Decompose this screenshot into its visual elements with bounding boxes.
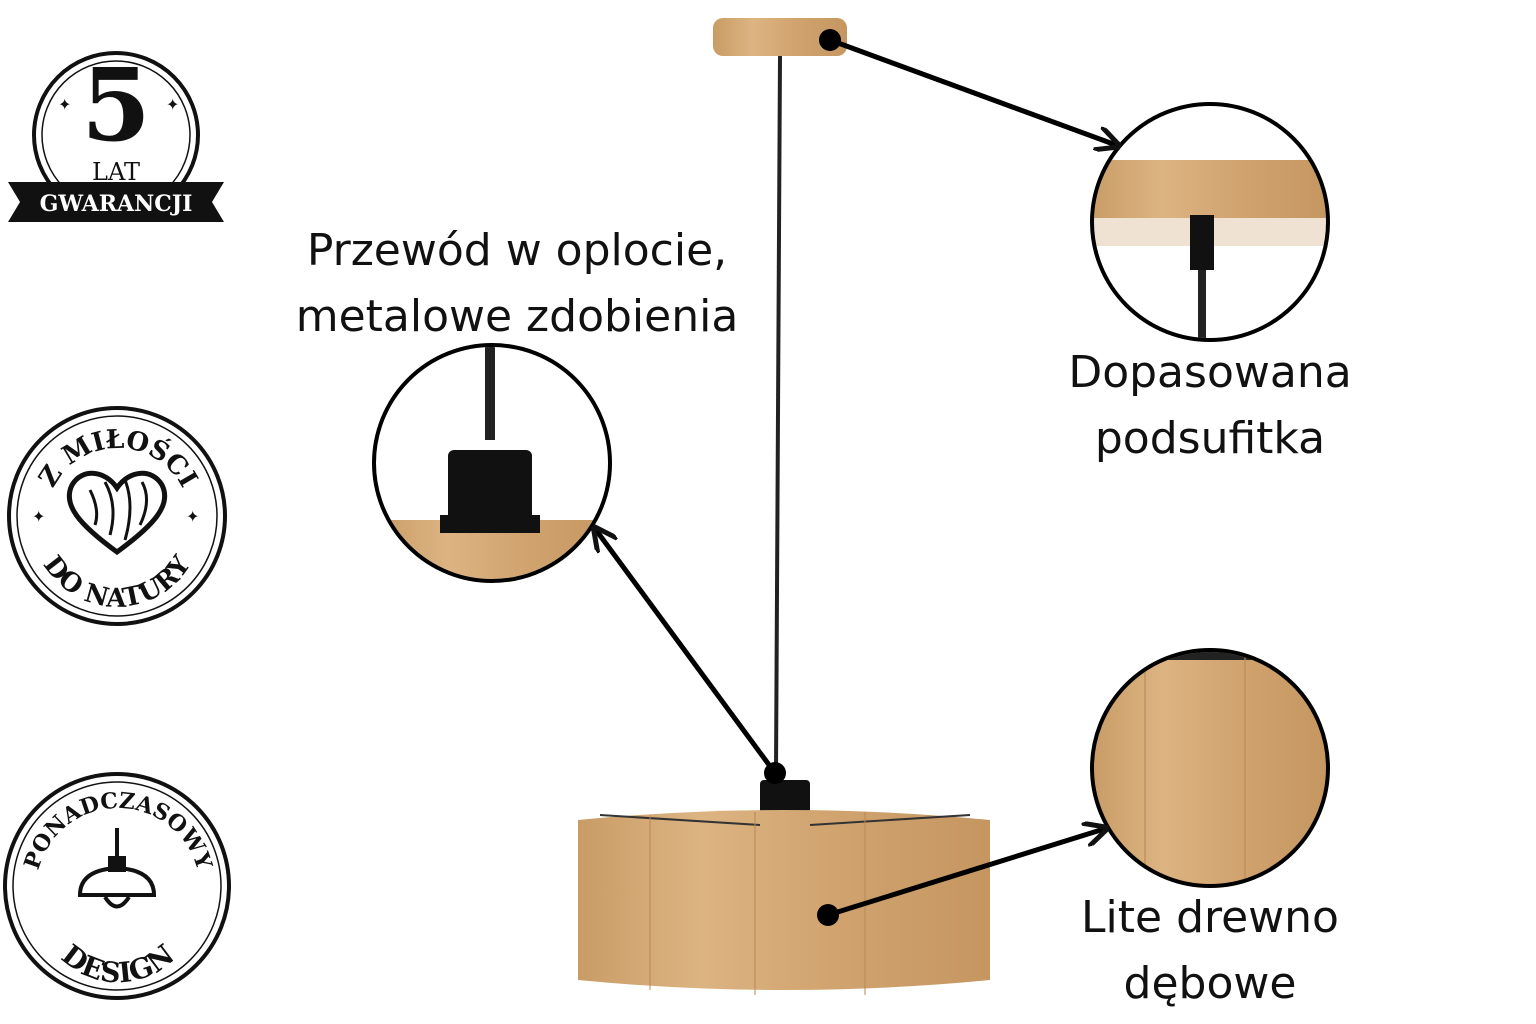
wood-callout-line1: Lite drewno — [1081, 892, 1339, 943]
svg-text:DESIGN: DESIGN — [56, 938, 181, 990]
design-badge: PONADCZASOWY DESIGN — [3, 772, 231, 1000]
canopy-callout: Dopasowana podsufitka — [1068, 340, 1351, 472]
nature-badge: Z MIŁOŚCI DO NATURY ✦✦ — [7, 406, 227, 626]
svg-text:DO NATURY: DO NATURY — [37, 550, 197, 614]
wood-callout: Lite drewno dębowe — [1081, 885, 1339, 1017]
wood-detail-circle — [1090, 648, 1330, 888]
shade — [578, 810, 990, 990]
svg-text:✦: ✦ — [58, 95, 71, 114]
warranty-badge: 5 LAT GWARANCJI ✦ ✦ — [8, 46, 224, 222]
heart-icon — [66, 470, 168, 556]
warranty-lat: LAT — [92, 158, 140, 186]
cord-callout: Przewód w oplocie, metalowe zdobienia — [296, 218, 739, 350]
canopy-callout-line1: Dopasowana — [1068, 347, 1352, 398]
canopy — [713, 18, 847, 56]
cord-callout-line2: metalowe zdobienia — [295, 291, 739, 342]
nature-bottom-text: DO NATURY — [37, 550, 197, 614]
callout-arrows — [596, 29, 1116, 926]
canopy-detail-circle — [1090, 102, 1330, 342]
wood-callout-line2: dębowe — [1123, 958, 1297, 1009]
svg-text:✦: ✦ — [32, 507, 45, 526]
lamp — [578, 18, 990, 995]
svg-text:✦: ✦ — [186, 507, 199, 526]
svg-text:✦: ✦ — [166, 95, 179, 114]
warranty-text: GWARANCJI — [40, 191, 193, 217]
cord-callout-line1: Przewód w oplocie, — [306, 225, 728, 276]
design-bottom-text: DESIGN — [56, 938, 181, 990]
canopy-callout-line2: podsufitka — [1094, 413, 1326, 464]
warranty-number: 5 — [81, 46, 151, 164]
cord — [774, 55, 782, 771]
pendant-lamp-icon — [77, 828, 157, 909]
socket-detail-circle — [372, 343, 612, 583]
